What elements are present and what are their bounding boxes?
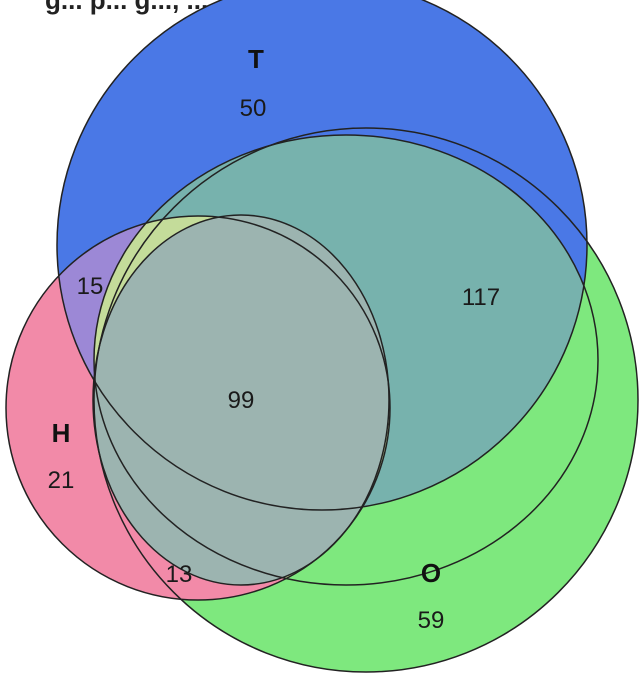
set-label-t: T — [248, 44, 264, 74]
count-o-only: 59 — [418, 607, 445, 634]
outline-center — [92, 214, 390, 586]
count-t-h-o: 99 — [228, 387, 255, 414]
count-t-o: 117 — [462, 284, 500, 311]
title-fragment: g... p... g..., ... — [45, 0, 208, 15]
count-t-only: 50 — [240, 95, 267, 122]
outline-h — [5, 215, 391, 601]
outline-t-o — [93, 134, 599, 586]
set-label-h: H — [52, 418, 71, 448]
count-h-o: 13 — [166, 561, 193, 588]
set-label-o: O — [421, 558, 441, 588]
count-t-h: 15 — [77, 273, 104, 300]
outline-t — [56, 0, 588, 511]
outline-o — [93, 127, 639, 673]
count-h-only: 21 — [48, 467, 75, 494]
region-t-h-o — [93, 215, 389, 585]
